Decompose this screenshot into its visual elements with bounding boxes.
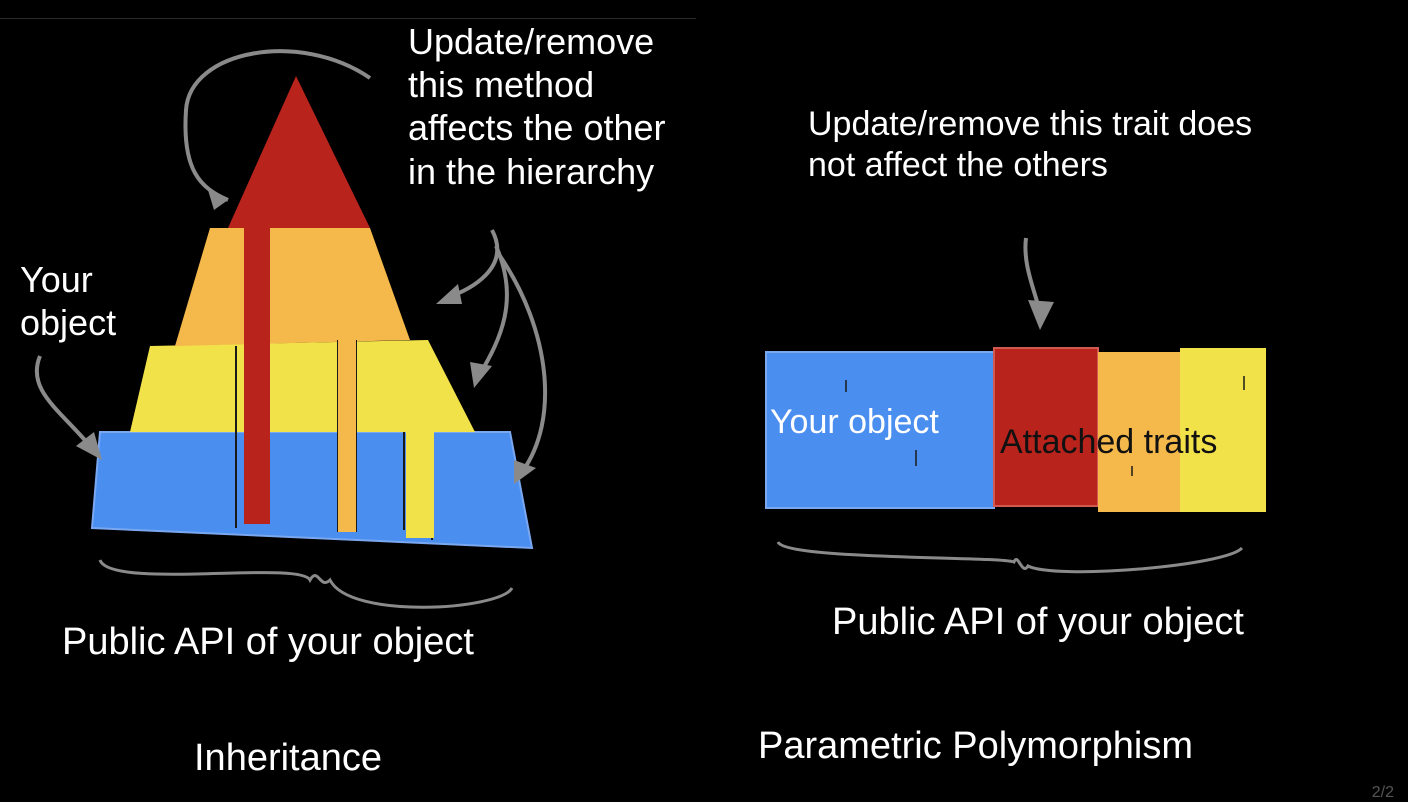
your-object-line-1: Your: [20, 259, 93, 300]
inheritance-callout-line-4: in the hierarchy: [408, 150, 655, 192]
your-object-arrow: [34, 355, 92, 448]
pyramid-layer-blue: [90, 431, 534, 550]
affects-arrow-2: [478, 245, 509, 376]
trait-block-orange: [1098, 352, 1180, 512]
inheritance-pyramid-diagram: [34, 49, 547, 609]
inheritance-callout: Update/remove this method affects the ot…: [408, 20, 666, 193]
callout-loop-arrowhead: [208, 190, 228, 210]
inheritance-title: Inheritance: [194, 737, 383, 779]
pyramid-red-column: [244, 226, 270, 524]
object-block-blue: [765, 351, 995, 509]
page-indicator: 2/2: [1371, 784, 1394, 801]
inheritance-callout-line-3: affects the other: [408, 107, 666, 149]
your-object-label: Your object: [20, 258, 116, 344]
inheritance-callout-line-2: this method: [408, 64, 595, 106]
polymorphism-title: Parametric Polymorphism: [758, 725, 1193, 767]
your-object-block-label: Your object: [770, 403, 939, 441]
trait-callout-arrowhead: [1028, 300, 1054, 330]
attached-traits-label: Attached traits: [1000, 423, 1218, 461]
trait-callout: Update/remove this trait does not affect…: [808, 104, 1252, 186]
pyramid-layer-yellow: [130, 340, 475, 432]
traits-diagram: [765, 237, 1266, 574]
your-object-line-2: object: [20, 302, 117, 344]
affects-arrowhead-2: [470, 362, 492, 388]
public-api-brace: [98, 559, 514, 609]
your-object-arrowhead: [76, 432, 102, 460]
inheritance-panel: Update/remove this method affects the ot…: [0, 0, 696, 796]
trait-block-yellow: [1180, 348, 1266, 512]
pyramid-layer-orange: [175, 228, 410, 346]
trait-callout-line-1: Update/remove this trait does: [808, 105, 1253, 143]
trait-block-red: [993, 347, 1099, 507]
trait-block-scribbles: [845, 376, 1245, 476]
inheritance-public-api-label: Public API of your object: [62, 621, 474, 663]
parametric-polymorphism-panel: Update/remove this trait does not affect…: [696, 0, 1408, 801]
pyramid-tip-red: [228, 76, 370, 228]
affects-arrow-1: [445, 229, 500, 300]
trait-callout-line-2: not affect the others: [808, 145, 1108, 184]
callout-loop-arrow: [183, 49, 372, 202]
affects-arrow-3: [498, 254, 547, 474]
public-api-brace-right: [776, 540, 1244, 574]
inheritance-callout-line-1: Update/remove: [408, 21, 655, 62]
top-divider: [0, 18, 696, 19]
affects-arrowhead-1: [436, 284, 462, 304]
affects-arrowhead-3: [514, 460, 536, 484]
pyramid-orange-strip: [338, 340, 356, 532]
polymorphism-public-api-label: Public API of your object: [832, 601, 1244, 643]
pyramid-yellow-strip: [406, 432, 434, 538]
